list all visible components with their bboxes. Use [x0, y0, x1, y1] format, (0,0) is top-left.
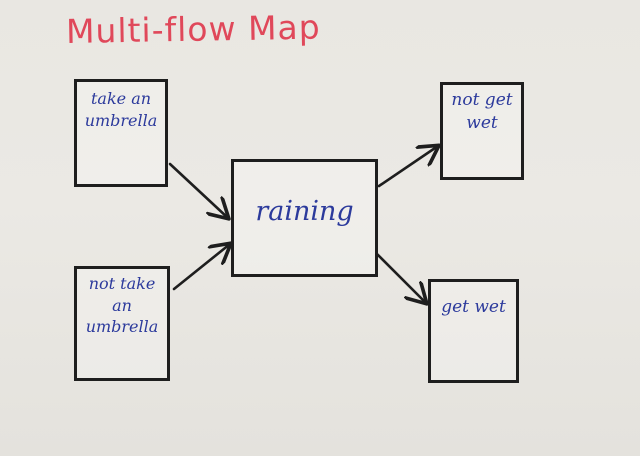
cause-box-2: not take an umbrella: [74, 266, 170, 381]
effect-box-2: get wet: [428, 279, 519, 383]
arrow-cause-2-to-event: [172, 244, 230, 291]
effect-box-1: not get wet: [440, 82, 524, 180]
arrow-cause-1-to-event: [168, 162, 228, 218]
event-text: raining: [255, 196, 354, 227]
cause-text-1: take an umbrella: [84, 89, 158, 130]
effect-text-2: get wet: [441, 297, 506, 317]
arrow-event-to-effect-1: [377, 146, 438, 188]
cause-text-2: not take an umbrella: [85, 274, 159, 337]
arrow-event-to-effect-2: [375, 252, 426, 303]
event-box: raining: [231, 159, 378, 277]
effect-text-1: not get wet: [451, 90, 513, 133]
cause-box-1: take an umbrella: [74, 79, 168, 187]
